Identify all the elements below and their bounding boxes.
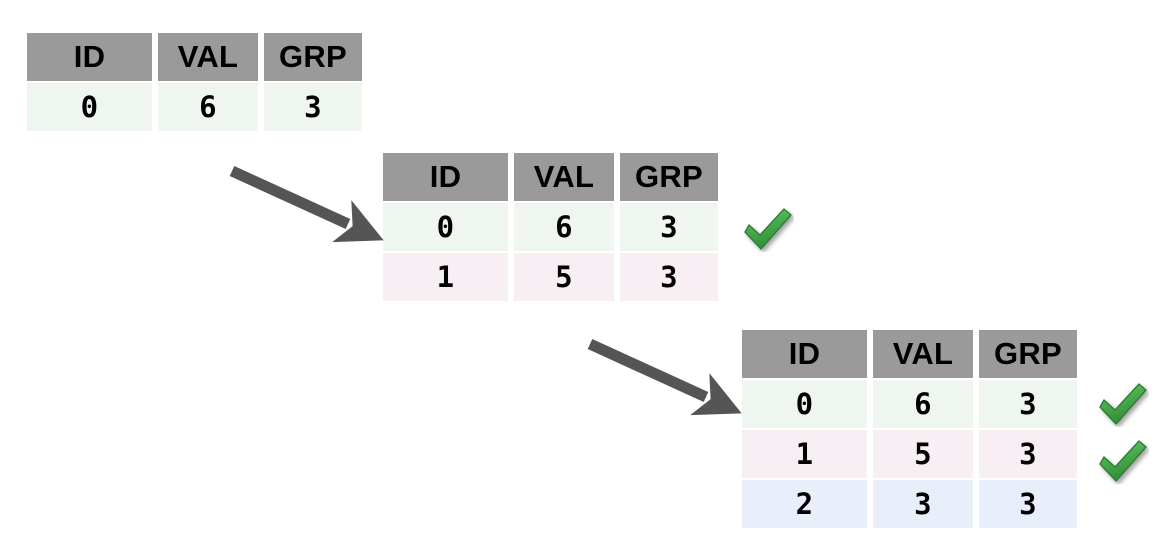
table-cell-grp: 3	[264, 83, 362, 131]
table-cell-grp: 3	[620, 253, 718, 301]
table-cell-val: 6	[514, 203, 614, 251]
table-cell-grp: 3	[979, 430, 1077, 478]
column-header-id: ID	[27, 33, 152, 81]
check-table3-row2	[1097, 438, 1149, 484]
table-cell-id: 2	[742, 480, 867, 528]
table-cell-id: 0	[742, 380, 867, 428]
table-cell-val: 5	[873, 430, 973, 478]
table-cell-id: 0	[383, 203, 508, 251]
table-cell-id: 1	[383, 253, 508, 301]
column-header-grp: GRP	[620, 153, 718, 201]
column-header-id: ID	[383, 153, 508, 201]
check-table2-row1	[742, 206, 794, 252]
table-cell-grp: 3	[979, 480, 1077, 528]
table-cell-val: 5	[514, 253, 614, 301]
table-step-3: ID VAL GRP 0 6 3 1 5 3 2 3 3	[742, 330, 1077, 528]
table-step-1: ID VAL GRP 0 6 3	[27, 33, 362, 131]
table-step-2: ID VAL GRP 0 6 3 1 5 3	[383, 153, 718, 301]
table-cell-id: 1	[742, 430, 867, 478]
column-header-grp: GRP	[979, 330, 1077, 378]
check-table3-row1	[1097, 381, 1149, 427]
table-cell-grp: 3	[979, 380, 1077, 428]
table-cell-val: 6	[158, 83, 258, 131]
arrow-step2-to-step3	[587, 338, 742, 416]
column-header-val: VAL	[873, 330, 973, 378]
column-header-val: VAL	[158, 33, 258, 81]
column-header-grp: GRP	[264, 33, 362, 81]
table-cell-grp: 3	[620, 203, 718, 251]
table-cell-val: 3	[873, 480, 973, 528]
table-cell-val: 6	[873, 380, 973, 428]
arrow-step1-to-step2	[229, 165, 384, 243]
column-header-id: ID	[742, 330, 867, 378]
column-header-val: VAL	[514, 153, 614, 201]
table-cell-id: 0	[27, 83, 152, 131]
